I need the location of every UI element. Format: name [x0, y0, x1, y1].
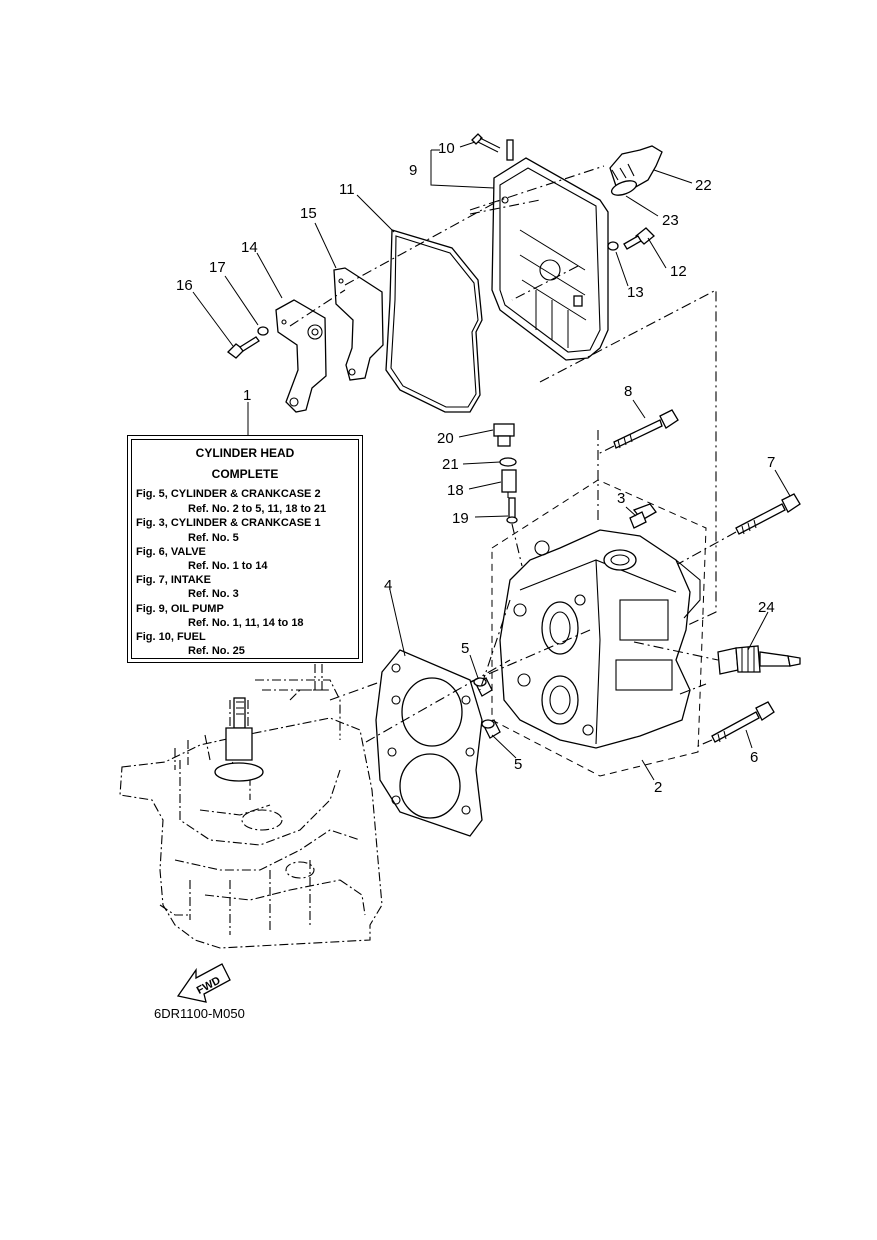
o-ring-21	[499, 457, 517, 467]
box-line: Ref. No. 25	[188, 645, 245, 657]
bolt-12	[623, 227, 655, 250]
box-line: Ref. No. 2 to 5, 11, 18 to 21	[188, 503, 327, 515]
bolt-6	[711, 701, 775, 743]
assembly-lines-lower	[329, 599, 591, 743]
callout-21: 21	[442, 456, 459, 473]
bolt-8	[613, 409, 679, 449]
callout-4: 4	[384, 577, 392, 594]
head-gasket-4	[375, 649, 483, 837]
crankcase-ghost-outline	[119, 650, 383, 949]
cylinder-head-2	[499, 529, 701, 749]
callout-11: 11	[339, 181, 355, 198]
box-line: Ref. No. 1 to 14	[188, 560, 268, 572]
box-line: Fig. 5, CYLINDER & CRANKCASE 2	[136, 488, 321, 500]
callout-9: 9	[409, 162, 417, 179]
callout-17: 17	[209, 259, 226, 276]
box-line: Ref. No. 5	[188, 532, 239, 544]
cover-plate-14	[275, 299, 327, 413]
leader-lines	[192, 141, 791, 781]
part-3	[629, 503, 657, 529]
callout-6: 6	[750, 749, 758, 766]
callout-15: 15	[300, 205, 317, 222]
callout-3: 3	[617, 490, 625, 507]
dowel-5b	[481, 719, 501, 739]
valve-18	[501, 469, 517, 493]
box-title-line1: CYLINDER HEAD	[195, 446, 295, 460]
drawing-code: 6DR1100-M050	[154, 1006, 245, 1021]
callout-5b: 5	[514, 756, 522, 773]
assembly-lines-upper	[289, 165, 717, 637]
washer-17	[257, 326, 269, 336]
box-line: Ref. No. 3	[188, 588, 239, 600]
bolt-16	[227, 336, 260, 359]
box-line: Fig. 9, OIL PUMP	[136, 603, 224, 615]
callout-22: 22	[695, 177, 712, 194]
gasket-11	[385, 229, 483, 413]
callout-16: 16	[176, 277, 193, 294]
box-line: Fig. 3, CYLINDER & CRANKCASE 1	[136, 517, 321, 529]
callout-20: 20	[437, 430, 454, 447]
cover-gasket-15	[333, 267, 384, 381]
box-line: Fig. 10, FUEL	[136, 631, 206, 643]
bolt-10	[471, 133, 514, 161]
pin-19	[506, 497, 518, 524]
box-line: Fig. 7, INTAKE	[136, 574, 211, 586]
callout-1: 1	[243, 387, 251, 404]
box-title-line2: COMPLETE	[211, 467, 279, 481]
callout-18: 18	[447, 482, 464, 499]
callout-10: 10	[438, 140, 455, 157]
callout-12: 12	[670, 263, 687, 280]
o-ring-23	[610, 180, 638, 196]
assembly-info-box: CYLINDER HEAD COMPLETE Fig. 5, CYLINDER …	[127, 435, 363, 663]
callout-5a: 5	[461, 640, 469, 657]
washer-13	[607, 241, 619, 251]
box-line: Fig. 6, VALVE	[136, 546, 206, 558]
bolt-7	[735, 493, 801, 535]
box-line: Ref. No. 1, 11, 14 to 18	[188, 617, 304, 629]
callout-numbers: 1 2 3 4 5 5 6 7 8 9 10 11 12 13 14 15 16…	[176, 140, 775, 796]
callout-13: 13	[627, 284, 644, 301]
callout-23: 23	[662, 212, 679, 229]
callout-8: 8	[624, 383, 632, 400]
spark-plug-24	[717, 645, 801, 675]
callout-2: 2	[654, 779, 662, 796]
callout-19: 19	[452, 510, 469, 527]
crankshaft-end	[214, 697, 264, 782]
callout-7: 7	[767, 454, 775, 471]
breather-cover-9	[491, 157, 609, 361]
callout-24: 24	[758, 599, 775, 616]
filler-cap-22	[609, 145, 663, 189]
fwd-arrow-icon: FWD	[176, 963, 231, 1003]
plug-20	[493, 423, 515, 447]
callout-14: 14	[241, 239, 258, 256]
